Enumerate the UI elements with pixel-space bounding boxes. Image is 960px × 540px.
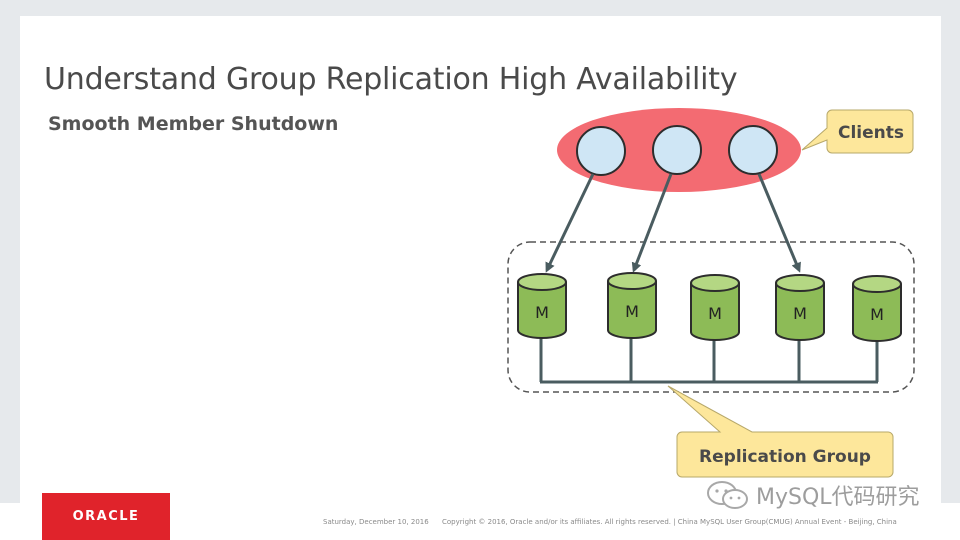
footer-date: Saturday, December 10, 2016 (323, 518, 429, 526)
member-label: M (793, 304, 807, 323)
client-node (576, 126, 626, 176)
watermark-text: MySQL代码研究 (756, 485, 920, 510)
replication-group-label: Replication Group (699, 447, 871, 467)
replication-bus (539, 338, 879, 384)
client-node (652, 125, 702, 175)
client-node (728, 125, 778, 175)
member-label: M (535, 303, 549, 322)
member-node: M (690, 274, 740, 341)
slide-subtitle: Smooth Member Shutdown (48, 113, 339, 135)
member-node: M (775, 274, 825, 341)
member-label: M (708, 304, 722, 323)
replication-group-box (507, 241, 915, 393)
replication-group-callout: Replication Group (667, 385, 894, 478)
member-label: M (870, 305, 884, 324)
member-node: M (517, 273, 567, 339)
oracle-logo: ORACLE (42, 493, 170, 540)
wechat-icon (707, 481, 748, 509)
footer-copyright: Copyright © 2016, Oracle and/or its affi… (442, 518, 897, 526)
slide-title: Understand Group Replication High Availa… (44, 62, 738, 97)
client-arrow (757, 173, 801, 273)
clients-label: Clients (838, 123, 904, 143)
watermark: MySQL代码研究 (706, 479, 920, 511)
client-arrow (631, 173, 673, 273)
client-arrow (545, 173, 595, 273)
clients-callout: Clients (801, 109, 914, 154)
member-node: M (607, 272, 657, 339)
member-label: M (625, 302, 639, 321)
member-node: M (852, 275, 902, 342)
